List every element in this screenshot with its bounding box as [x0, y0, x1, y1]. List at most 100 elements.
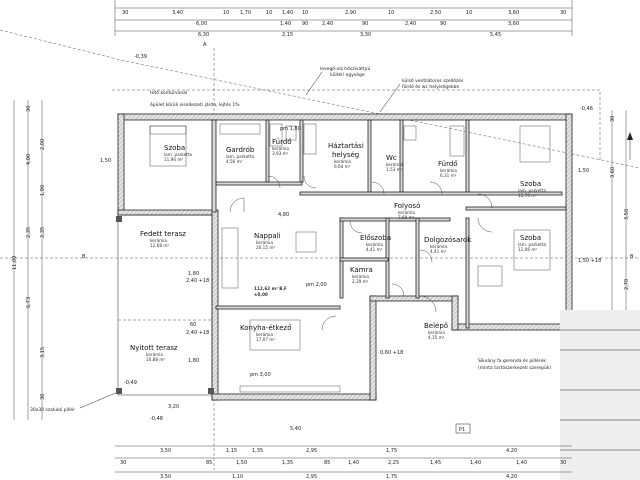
note-teto: tető kontúrvonal	[150, 89, 187, 96]
room-szoba3-area: 12,06 m²	[518, 247, 537, 252]
dim-inner-8: 1,50	[100, 158, 111, 164]
dim-left-4: 2,35	[40, 227, 46, 238]
room-szoba1-sub: lam. parketta	[164, 152, 193, 157]
note-levego2: kültéri egysége	[330, 71, 365, 78]
dim-t3-2: 3,30	[360, 32, 371, 38]
room-szoba2-area: 11,70 m²	[518, 193, 537, 198]
room-szoba1: Szoba lam. parketta 11,96 m²	[164, 144, 193, 162]
room-szoba1-name: Szoba	[164, 144, 185, 152]
dim-t1-2: 10	[223, 10, 229, 16]
room-szoba3-sub: lam. parketta	[518, 242, 547, 247]
room-konyha-area: 17,07 m²	[256, 337, 275, 342]
dim-b2-0: 30	[120, 460, 126, 466]
room-folyoso-sub: kerámia	[398, 210, 415, 215]
dim-left-8: 3,15	[40, 347, 46, 358]
dim-inner-2: 3,20	[168, 404, 179, 410]
note-m039: -0,39	[134, 54, 147, 60]
level-mark: 112,62 m² B.F ±0,00	[254, 286, 287, 297]
room-szoba2-sub: lam. parketta	[518, 188, 547, 193]
dim-left-6: 6,73	[26, 297, 32, 308]
room-furdo2-area: 6,31 m²	[440, 173, 457, 178]
dim-b1-1: 1,15	[226, 448, 237, 454]
dim-b2-1: 85	[206, 460, 212, 466]
room-nappali-name: Nappali	[254, 232, 281, 240]
dim-t1-10: 10	[466, 10, 472, 16]
top-dimensions: 30 3,40 10 1,70 10 1,40 10 2,90 10 2,50 …	[114, 0, 573, 38]
note-vent2: fürdő és wc helyiségekbe	[402, 83, 459, 90]
room-nappali-area: 20,15 m²	[256, 245, 275, 250]
level-mark-level: ±0,00	[254, 292, 268, 297]
dim-t1-4: 10	[266, 10, 272, 16]
room-kamra-sub: kerámia	[352, 274, 369, 279]
room-belepo-sub: kerámia	[428, 330, 445, 335]
furniture	[149, 123, 551, 393]
room-szoba2: Szoba lam. parketta 11,70 m²	[518, 180, 547, 198]
room-nyitott-terasz-sub: kerámia	[146, 352, 163, 357]
room-fedett-terasz-area: 12,68 m²	[150, 243, 169, 248]
room-dolgozosarok: Dolgozósarok kerámia 4,41 m²	[424, 236, 472, 254]
room-haztartasi-area: 6,64 m²	[334, 164, 351, 169]
section-mark-b-left: B	[82, 254, 86, 260]
dim-b2-4: 85	[324, 460, 330, 466]
dim-t1-12: 30	[560, 10, 566, 16]
room-dolgozosarok-name: Dolgozósarok	[424, 236, 472, 244]
p1-label: P1	[459, 427, 465, 433]
dim-t2-7: 3,60	[508, 21, 519, 27]
dim-t3-0: 6,30	[198, 32, 209, 38]
room-folyoso: Folyosó kerámia 7,60 m²	[394, 202, 420, 220]
note-m049: -0,49	[124, 380, 137, 386]
room-dolgozosarok-area: 4,41 m²	[430, 249, 447, 254]
dim-t2-4: 90	[362, 21, 368, 27]
dim-b3-4: 4,20	[506, 474, 517, 480]
room-haztartasi: Háztartási helység kerámia 6,64 m²	[328, 142, 364, 169]
note-m046: -0,46	[580, 106, 593, 112]
room-fedett-terasz-sub: kerámia	[150, 238, 167, 243]
site-stripes	[560, 310, 640, 480]
dim-inner-11: pm 1,80	[280, 126, 301, 132]
room-gardrob-name: Gardrób	[226, 146, 255, 154]
room-belepo: Belépő kerámia 4,15 m²	[424, 321, 448, 340]
dim-b2-7: 1,45	[430, 460, 441, 466]
left-dimensions: 30 4,00 2,00 1,90 2,35 2,35 6,73 30 3,15…	[12, 100, 46, 420]
room-labels: Szoba lam. parketta 11,96 m² Gardrób lam…	[130, 137, 547, 362]
room-furdo2-sub: kerámia	[440, 168, 457, 173]
room-konyha: Konyha-étkező kerámia 17,07 m²	[240, 323, 291, 342]
dim-b1-4: 1,75	[386, 448, 397, 454]
room-eloszoba-area: 4,41 m²	[366, 247, 383, 252]
dim-t2-1: 1,40	[280, 21, 291, 27]
room-haztartasi-name2: helység	[332, 151, 359, 159]
dim-inner-7: 1,80	[188, 358, 199, 364]
dim-b3-0: 3,50	[160, 474, 171, 480]
room-dolgozosarok-sub: kerámia	[430, 244, 447, 249]
room-gardrob-area: 4,56 m²	[226, 159, 243, 164]
room-nyitott-terasz-area: 10,88 m²	[146, 357, 165, 362]
dim-t1-3: 1,70	[240, 10, 251, 16]
room-gardrob: Gardrób lam. parketta 4,56 m²	[226, 146, 255, 164]
room-nappali-sub: kerámia	[256, 240, 273, 245]
dim-t1-1: 3,40	[172, 10, 183, 16]
note-pillar: 30x30 szalukó pillér	[30, 406, 75, 413]
dim-b3-1: 1,10	[232, 474, 243, 480]
room-kamra: Kamra kerámia 2,39 m²	[350, 266, 373, 284]
note-gerenda2: (minta tartószerkezeti szerepük)	[478, 364, 552, 371]
room-furdo1-sub: kerámia	[272, 146, 289, 151]
room-nappali: Nappali kerámia 20,15 m²	[254, 232, 281, 250]
room-konyha-name: Konyha-étkező	[240, 323, 291, 332]
dim-b2-2: 1,50	[236, 460, 247, 466]
room-furdo1-area: 3,93 m²	[272, 151, 289, 156]
dim-b2-5: 1,40	[348, 460, 359, 466]
room-szoba3-name: Szoba	[520, 234, 541, 242]
dim-right-1: 3,60	[610, 167, 616, 178]
dim-t1-7: 2,90	[345, 10, 356, 16]
dim-inner-0: 4,80	[278, 212, 289, 218]
room-haztartasi-name: Háztartási	[328, 142, 364, 150]
dim-left-0: 30	[26, 106, 32, 112]
dim-b2-3: 1,35	[282, 460, 293, 466]
dim-inner-13: pm 2,00	[306, 282, 327, 288]
dim-t1-11: 3,60	[508, 10, 519, 16]
p1-marker: P1	[455, 423, 471, 434]
dim-b3-2: 2,95	[306, 474, 317, 480]
room-furdo2: Fürdő kerámia 6,31 m²	[438, 159, 458, 178]
notes: tető kontúrvonal épület körüli viselkeze…	[30, 42, 634, 422]
